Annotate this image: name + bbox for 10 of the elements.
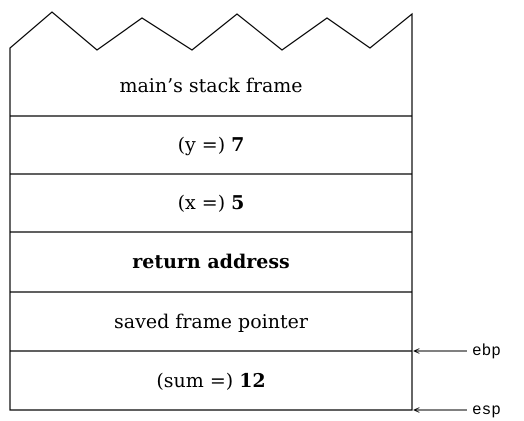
stack-slot-label: (x =) 5 (178, 192, 244, 214)
stack-slot-label: main’s stack frame (119, 75, 303, 97)
stack-slot-label: return address (132, 251, 290, 273)
register-label: ebp (472, 342, 501, 360)
pointer-arrow (414, 407, 468, 413)
stack-slot-label: saved frame pointer (114, 310, 308, 332)
pointer-arrow (414, 348, 468, 354)
stack-slot-label: (sum =) 12 (156, 370, 266, 392)
register-label: esp (472, 401, 501, 419)
stack-slot-label: (y =) 7 (178, 134, 244, 156)
